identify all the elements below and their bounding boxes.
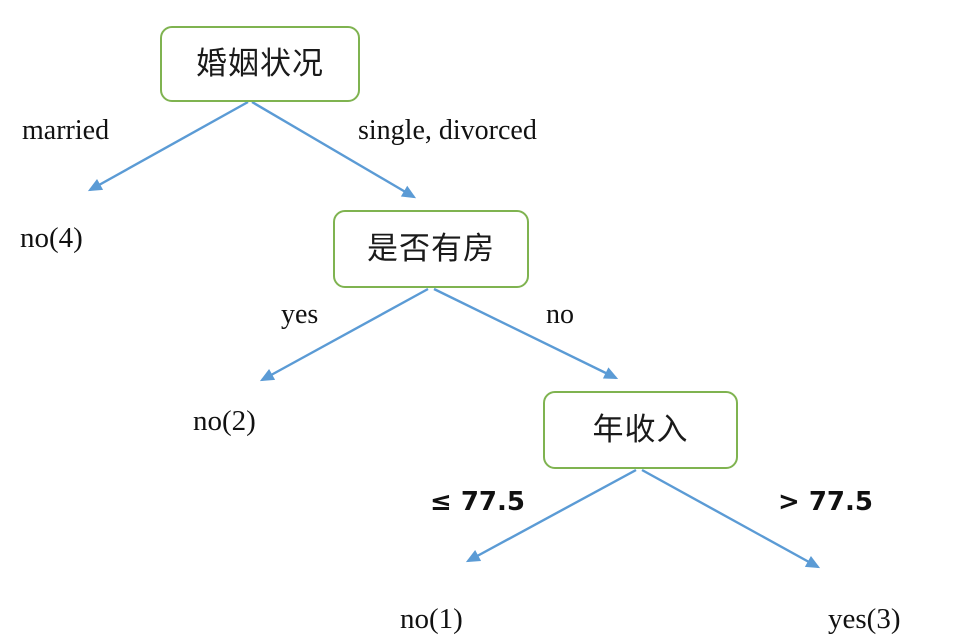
edge-label-text: yes <box>281 299 319 330</box>
tree-leaf-label: no(1) <box>400 603 463 635</box>
tree-node-label: 是否有房 <box>367 230 495 267</box>
tree-leaf-label: no(2) <box>193 405 256 437</box>
edge-label-le-77-5: ≤ 77.5 <box>430 487 525 517</box>
tree-node-label: 婚姻状况 <box>196 45 324 82</box>
edge-label-text: > 77.5 <box>778 487 873 517</box>
tree-node-annual-income[interactable]: 年收入 <box>543 391 738 469</box>
edge-label-text: ≤ 77.5 <box>430 487 525 517</box>
tree-leaf-no-4: no(4) <box>20 222 83 255</box>
edge-line-married <box>87 100 249 192</box>
edge-line-no <box>433 287 619 380</box>
edge-label-married: married <box>22 115 109 147</box>
tree-leaf-no-1: no(1) <box>400 603 463 636</box>
edge-line-single-divorced <box>251 100 417 199</box>
edge-line-le-77-5 <box>465 468 637 563</box>
edge-label-single-divorced: single, divorced <box>358 115 537 147</box>
edge-label-text: married <box>22 115 110 146</box>
tree-node-marital-status[interactable]: 婚姻状况 <box>160 26 360 102</box>
edge-label-no: no <box>546 299 574 331</box>
edge-line-yes <box>259 287 429 382</box>
tree-leaf-label: yes(3) <box>828 603 901 635</box>
edge-label-text: no <box>546 299 574 330</box>
tree-node-has-house[interactable]: 是否有房 <box>333 210 529 288</box>
edge-label-text: single, divorced <box>358 115 537 146</box>
tree-leaf-label: no(4) <box>20 222 83 254</box>
tree-node-label: 年收入 <box>592 411 689 448</box>
edge-line-gt-77-5 <box>641 468 821 569</box>
tree-leaf-no-2: no(2) <box>193 405 256 438</box>
edge-label-yes: yes <box>281 299 318 331</box>
tree-leaf-yes-3: yes(3) <box>828 603 900 636</box>
edge-label-gt-77-5: > 77.5 <box>778 487 873 517</box>
